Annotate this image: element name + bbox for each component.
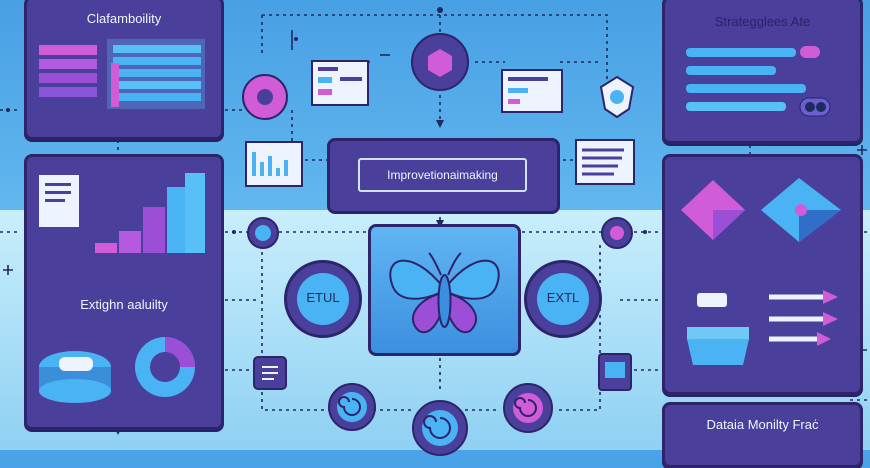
line-chart-doc-icon — [245, 141, 303, 187]
extl-badge[interactable]: EXTL — [524, 260, 602, 338]
spiral-pink-icon[interactable] — [502, 382, 554, 434]
etul-badge[interactable]: ETUL — [284, 260, 362, 338]
data-monitoring-panel: Dataia Monilty Fraċ — [662, 402, 863, 468]
funnel-icon — [687, 290, 838, 365]
ring-node-icon[interactable] — [240, 72, 290, 122]
flowchart-node-icon[interactable] — [310, 55, 370, 115]
improvement-box[interactable]: Improvetionaimaking — [327, 138, 560, 214]
card-node-icon[interactable] — [597, 352, 633, 392]
strategies-panel: Strategglees Ate — [662, 0, 863, 144]
capability-title: Clafamboility — [86, 11, 162, 26]
bar-chart-icon — [39, 173, 205, 253]
extension-title: Extighn aaluilty — [80, 297, 168, 312]
improvement-title: Improvetionaimaking — [358, 158, 527, 192]
etul-label: ETUL — [306, 290, 340, 305]
extension-panel: Extighn aaluilty — [24, 154, 224, 430]
doc-node-icon[interactable] — [252, 355, 288, 391]
list-doc-icon — [575, 139, 635, 185]
shield-icon[interactable] — [597, 75, 637, 120]
butterfly-icon — [389, 252, 500, 334]
capability-panel: Clafamboility — [24, 0, 224, 140]
butterfly-card[interactable] — [368, 224, 521, 356]
extl-label: EXTL — [546, 290, 580, 305]
data-panel — [662, 154, 863, 395]
window-node-icon[interactable] — [500, 68, 565, 118]
dot-node-icon[interactable] — [600, 216, 634, 250]
face-node-icon[interactable] — [246, 216, 280, 250]
donut-chart-icon — [39, 337, 195, 403]
table-chart-icon — [39, 39, 205, 109]
data-monitoring-title: Dataia Monilty Fraċ — [706, 417, 819, 432]
toggle-icon — [686, 46, 831, 117]
spiral-center-icon[interactable] — [410, 398, 470, 458]
strategies-title: Strategglees Ate — [714, 14, 811, 29]
diamond-icon — [681, 178, 841, 242]
spiral-icon[interactable] — [327, 382, 377, 432]
hexagon-node-icon[interactable] — [410, 32, 470, 92]
